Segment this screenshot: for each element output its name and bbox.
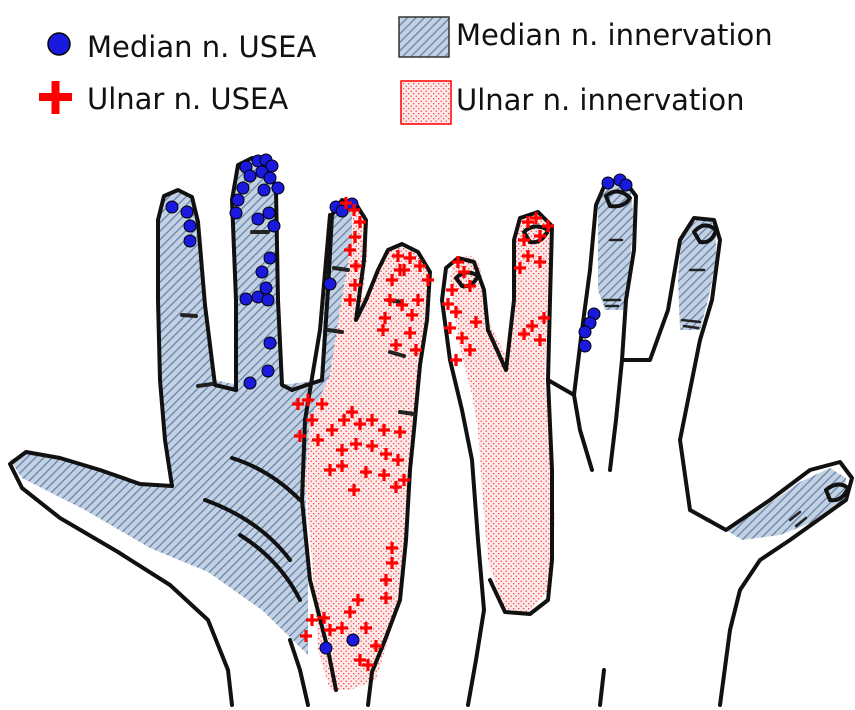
- median-usea-point: [264, 337, 276, 349]
- median-usea-point: [181, 206, 193, 218]
- median-usea-point: [264, 252, 276, 264]
- median-usea-point: [184, 235, 196, 247]
- legend-ulnar-usea-label: Ulnar n. USEA: [87, 82, 288, 116]
- median-usea-point: [244, 377, 256, 389]
- median-usea-point: [263, 207, 275, 219]
- ulnar-usea-marker: [39, 81, 72, 114]
- median-usea-point: [230, 207, 242, 219]
- median-usea-point: [262, 294, 274, 306]
- ulnar-innervation-swatch: [401, 81, 451, 124]
- median-usea-point: [232, 194, 244, 206]
- median-usea-point: [347, 634, 359, 646]
- median-usea-point: [258, 184, 270, 196]
- right-hand-back: [442, 180, 852, 705]
- legend-median-innervation-label: Median n. innervation: [456, 18, 773, 52]
- right-hand-median-region-thumb: [726, 468, 846, 540]
- median-innervation-swatch: [399, 17, 449, 57]
- median-usea-point: [262, 365, 274, 377]
- legend: Median n. USEA Ulnar n. USEA Median n. i…: [39, 17, 773, 124]
- legend-ulnar-innervation-label: Ulnar n. innervation: [456, 83, 744, 117]
- legend-median-usea-label: Median n. USEA: [87, 30, 316, 64]
- left-hand-median-region: [10, 158, 352, 655]
- median-usea-point: [620, 179, 632, 191]
- median-usea-point: [579, 340, 591, 352]
- median-usea-point: [320, 642, 332, 654]
- median-usea-point: [272, 182, 284, 194]
- median-usea-point: [268, 220, 280, 232]
- median-usea-point: [184, 220, 196, 232]
- median-usea-point: [324, 278, 336, 290]
- median-usea-point: [602, 177, 614, 189]
- median-usea-point: [579, 326, 591, 338]
- median-usea-point: [240, 293, 252, 305]
- median-usea-point: [244, 170, 256, 182]
- median-usea-point: [237, 182, 249, 194]
- median-usea-point: [166, 201, 178, 213]
- median-usea-point: [256, 266, 268, 278]
- median-usea-point: [264, 172, 276, 184]
- median-usea-marker: [48, 33, 70, 55]
- median-usea-point: [252, 213, 264, 225]
